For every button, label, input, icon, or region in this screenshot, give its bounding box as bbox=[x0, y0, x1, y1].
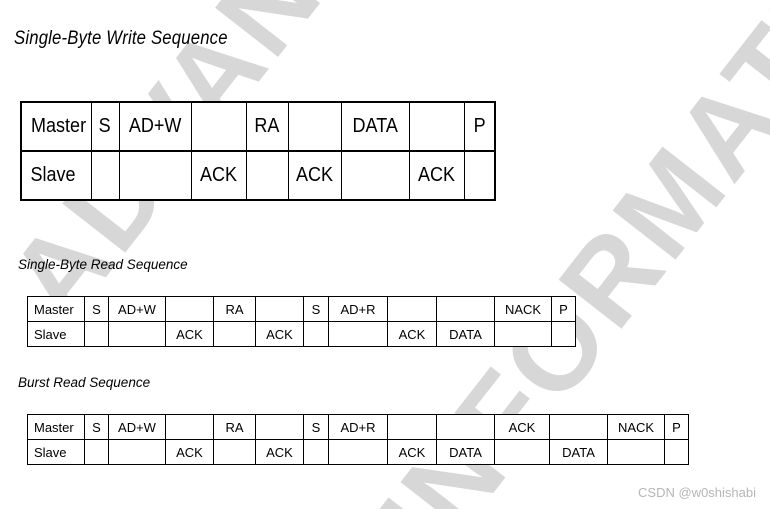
row-label-slave: Slave bbox=[27, 439, 85, 465]
cell-burst-slave-8: ACK bbox=[387, 439, 437, 465]
row-label-master: Master bbox=[27, 414, 85, 440]
cell-text: ACK bbox=[295, 164, 334, 186]
cell-read-slave-8: ACK bbox=[387, 321, 437, 347]
cell-read-slave-4 bbox=[213, 321, 256, 347]
cell-text: RA bbox=[254, 115, 280, 137]
cell-read-slave-11 bbox=[551, 321, 576, 347]
cell-text: Slave bbox=[30, 164, 76, 186]
cell-read-master-4: RA bbox=[213, 296, 256, 322]
cell-read-master-9 bbox=[436, 296, 495, 322]
cell-text: ACK bbox=[199, 164, 238, 186]
cell-write-slave-6 bbox=[340, 150, 410, 201]
cell-text: AD+W bbox=[128, 115, 182, 137]
section-title-write: Single-Byte Write Sequence bbox=[14, 28, 228, 49]
cell-burst-slave-11: DATA bbox=[549, 439, 608, 465]
cell-write-master-2: AD+W bbox=[118, 101, 192, 152]
table-row: Slave ACK ACK ACK bbox=[20, 150, 496, 201]
cell-write-master-7 bbox=[408, 101, 465, 152]
sequence-table-write: Master S AD+W RA DATA P Slave ACK ACK ACK bbox=[20, 101, 496, 201]
cell-burst-slave-2 bbox=[108, 439, 166, 465]
cell-write-master-1: S bbox=[90, 101, 120, 152]
cell-burst-master-5 bbox=[255, 414, 304, 440]
cell-burst-slave-10 bbox=[494, 439, 550, 465]
cell-write-slave-3: ACK bbox=[190, 150, 247, 201]
table-row: Master S AD+W RA DATA P bbox=[20, 101, 496, 152]
cell-read-slave-9: DATA bbox=[436, 321, 495, 347]
row-label-master: Master bbox=[20, 101, 92, 152]
cell-text: P bbox=[473, 115, 486, 137]
cell-burst-master-8 bbox=[387, 414, 437, 440]
cell-burst-slave-6 bbox=[303, 439, 329, 465]
cell-burst-slave-7 bbox=[328, 439, 388, 465]
row-label-slave: Slave bbox=[20, 150, 92, 201]
cell-burst-slave-1 bbox=[84, 439, 109, 465]
cell-burst-slave-5: ACK bbox=[255, 439, 304, 465]
cell-write-master-4: RA bbox=[245, 101, 289, 152]
cell-write-slave-1 bbox=[90, 150, 120, 201]
row-label-master: Master bbox=[27, 296, 85, 322]
cell-burst-slave-4 bbox=[213, 439, 256, 465]
cell-burst-slave-3: ACK bbox=[165, 439, 214, 465]
cell-burst-master-10: ACK bbox=[494, 414, 550, 440]
cell-write-master-8: P bbox=[463, 101, 496, 152]
cell-read-slave-7 bbox=[328, 321, 388, 347]
cell-burst-master-7: AD+R bbox=[328, 414, 388, 440]
cell-read-slave-3: ACK bbox=[165, 321, 214, 347]
cell-text: DATA bbox=[352, 115, 398, 137]
cell-text: S bbox=[98, 115, 112, 137]
section-title-burst: Burst Read Sequence bbox=[18, 375, 151, 390]
cell-read-slave-1 bbox=[84, 321, 109, 347]
cell-read-master-10: NACK bbox=[494, 296, 552, 322]
cell-burst-master-9 bbox=[436, 414, 495, 440]
cell-read-slave-5: ACK bbox=[255, 321, 304, 347]
cell-burst-slave-12 bbox=[607, 439, 665, 465]
cell-burst-master-12: NACK bbox=[607, 414, 665, 440]
cell-burst-master-2: AD+W bbox=[108, 414, 166, 440]
cell-write-slave-5: ACK bbox=[287, 150, 342, 201]
cell-read-slave-10 bbox=[494, 321, 552, 347]
cell-write-slave-4 bbox=[245, 150, 289, 201]
cell-burst-master-13: P bbox=[664, 414, 689, 440]
cell-read-master-5 bbox=[255, 296, 304, 322]
cell-burst-slave-13 bbox=[664, 439, 689, 465]
cell-write-master-5 bbox=[287, 101, 342, 152]
cell-read-master-2: AD+W bbox=[108, 296, 166, 322]
cell-burst-master-11 bbox=[549, 414, 608, 440]
cell-text: Master bbox=[31, 115, 87, 137]
cell-burst-master-6: S bbox=[303, 414, 329, 440]
cell-text: ACK bbox=[417, 164, 456, 186]
cell-burst-master-3 bbox=[165, 414, 214, 440]
cell-read-master-7: AD+R bbox=[328, 296, 388, 322]
cell-burst-master-4: RA bbox=[213, 414, 256, 440]
cell-read-master-11: P bbox=[551, 296, 576, 322]
cell-write-slave-2 bbox=[118, 150, 192, 201]
cell-read-slave-6 bbox=[303, 321, 329, 347]
cell-write-master-3 bbox=[190, 101, 247, 152]
cell-write-slave-8 bbox=[463, 150, 496, 201]
cell-read-master-1: S bbox=[84, 296, 109, 322]
cell-read-master-6: S bbox=[303, 296, 329, 322]
csdn-credit: CSDN @w0shishabi bbox=[638, 485, 756, 500]
cell-write-master-6: DATA bbox=[340, 101, 410, 152]
row-label-slave: Slave bbox=[27, 321, 85, 347]
section-title-read: Single-Byte Read Sequence bbox=[18, 257, 188, 272]
cell-burst-master-1: S bbox=[84, 414, 109, 440]
cell-write-slave-7: ACK bbox=[408, 150, 465, 201]
cell-read-master-3 bbox=[165, 296, 214, 322]
cell-burst-slave-9: DATA bbox=[436, 439, 495, 465]
cell-read-slave-2 bbox=[108, 321, 166, 347]
cell-read-master-8 bbox=[387, 296, 437, 322]
